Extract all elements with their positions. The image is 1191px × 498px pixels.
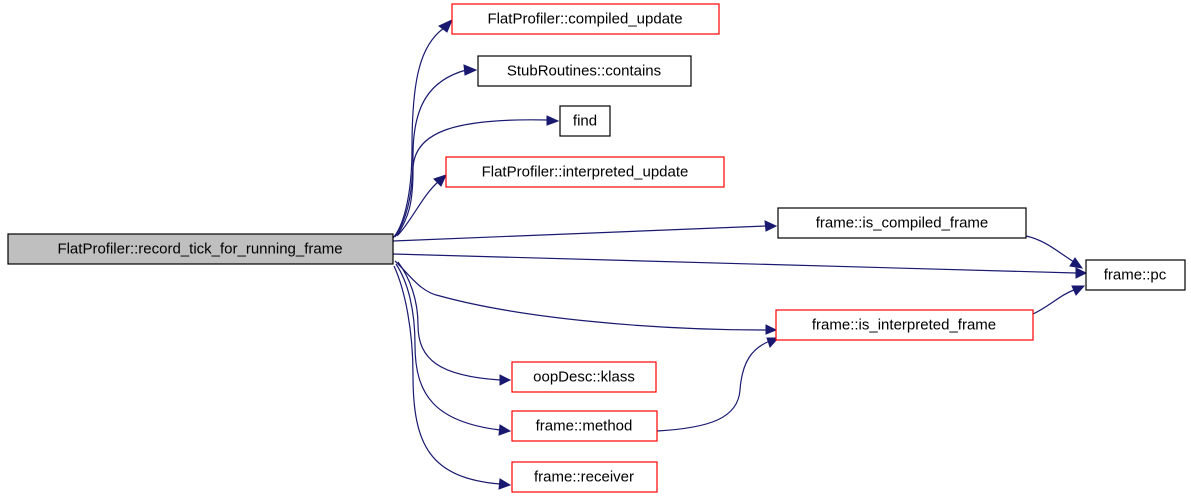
edge-root-klass xyxy=(397,261,512,386)
edge-root-is-interpreted-frame xyxy=(394,260,778,335)
node-label: FlatProfiler::record_tick_for_running_fr… xyxy=(57,241,342,258)
edge-root-stub-contains xyxy=(394,64,478,238)
node-label: frame::is_interpreted_frame xyxy=(812,317,996,334)
node-is-interpreted-frame[interactable]: frame::is_interpreted_frame xyxy=(775,309,1034,341)
edge-root-compiled-update xyxy=(392,19,453,239)
node-find[interactable]: find xyxy=(559,105,611,137)
node-interpreted-update[interactable]: FlatProfiler::interpreted_update xyxy=(445,156,725,188)
edge-is-compiled-frame-pc xyxy=(1025,235,1084,269)
node-label: FlatProfiler::compiled_update xyxy=(487,11,682,28)
node-label: oopDesc::klass xyxy=(533,369,635,386)
node-oopdesc-klass[interactable]: oopDesc::klass xyxy=(511,361,657,393)
edge-root-find xyxy=(396,115,560,237)
node-stub-routines-contains[interactable]: StubRoutines::contains xyxy=(477,55,692,87)
edge-root-method xyxy=(395,263,512,436)
edge-root-is-compiled-frame xyxy=(392,220,778,242)
edge-is-interpreted-frame-pc xyxy=(1032,285,1086,315)
edge-root-pc xyxy=(392,253,1088,279)
node-label: frame::pc xyxy=(1104,267,1167,284)
node-label: frame::is_compiled_frame xyxy=(816,215,989,232)
node-label: FlatProfiler::interpreted_update xyxy=(482,164,689,181)
node-label: frame::method xyxy=(536,418,633,435)
node-label: frame::receiver xyxy=(534,469,634,486)
node-frame-receiver[interactable]: frame::receiver xyxy=(511,461,658,493)
edge-root-interpreted-update xyxy=(397,174,447,236)
node-frame-method[interactable]: frame::method xyxy=(511,410,658,442)
edge-root-receiver xyxy=(393,265,512,490)
node-pc[interactable]: frame::pc xyxy=(1085,259,1186,291)
edge-method-is-interpreted-frame xyxy=(656,337,780,432)
node-record-tick-for-running-frame[interactable]: FlatProfiler::record_tick_for_running_fr… xyxy=(7,233,394,265)
node-compiled-update[interactable]: FlatProfiler::compiled_update xyxy=(451,3,720,35)
node-label: find xyxy=(573,113,597,130)
node-is-compiled-frame[interactable]: frame::is_compiled_frame xyxy=(777,207,1027,239)
node-label: StubRoutines::contains xyxy=(507,63,661,80)
